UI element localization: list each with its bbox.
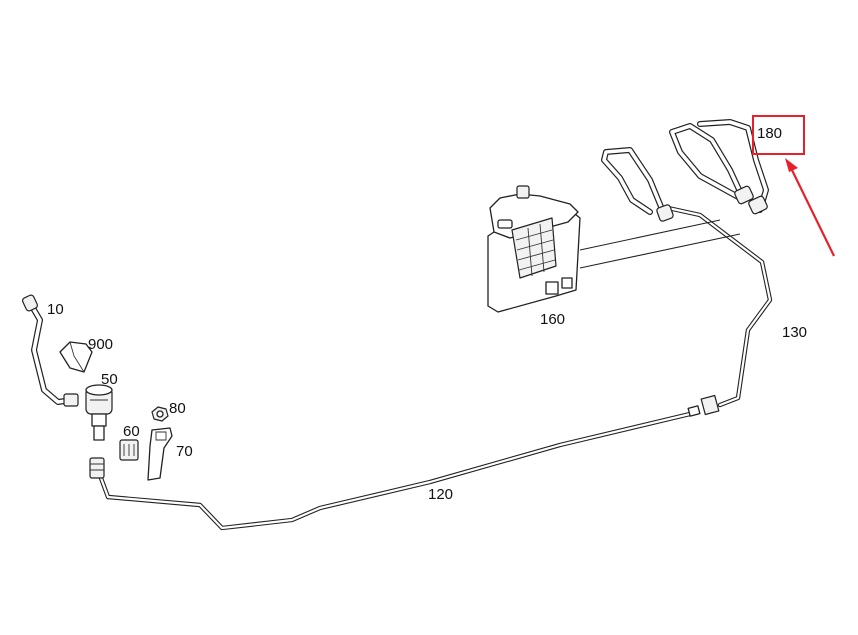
- label-80: 80: [169, 400, 186, 417]
- valve-50[interactable]: [85, 384, 113, 441]
- hose-upper: [601, 147, 674, 222]
- label-50: 50: [101, 371, 118, 388]
- bracket-900[interactable]: [59, 341, 93, 373]
- bracket-70[interactable]: [147, 427, 173, 481]
- hose-10[interactable]: [21, 294, 79, 407]
- label-160: 160: [540, 311, 565, 328]
- label-70: 70: [176, 443, 193, 460]
- canister-160[interactable]: [487, 185, 741, 313]
- label-180: 180: [757, 125, 782, 142]
- highlight-180: 180: [752, 115, 805, 155]
- line-130[interactable]: [665, 205, 773, 417]
- label-10: 10: [47, 301, 64, 318]
- nut-80[interactable]: [151, 406, 169, 422]
- label-130: 130: [782, 324, 807, 341]
- arrow-icon: [785, 158, 835, 257]
- line-120[interactable]: [95, 411, 693, 531]
- label-60: 60: [123, 423, 140, 440]
- clip-60[interactable]: [119, 439, 139, 461]
- label-120: 120: [428, 486, 453, 503]
- connector-120-left: [89, 457, 105, 479]
- label-900: 900: [88, 336, 113, 353]
- highlight-box: [752, 115, 805, 155]
